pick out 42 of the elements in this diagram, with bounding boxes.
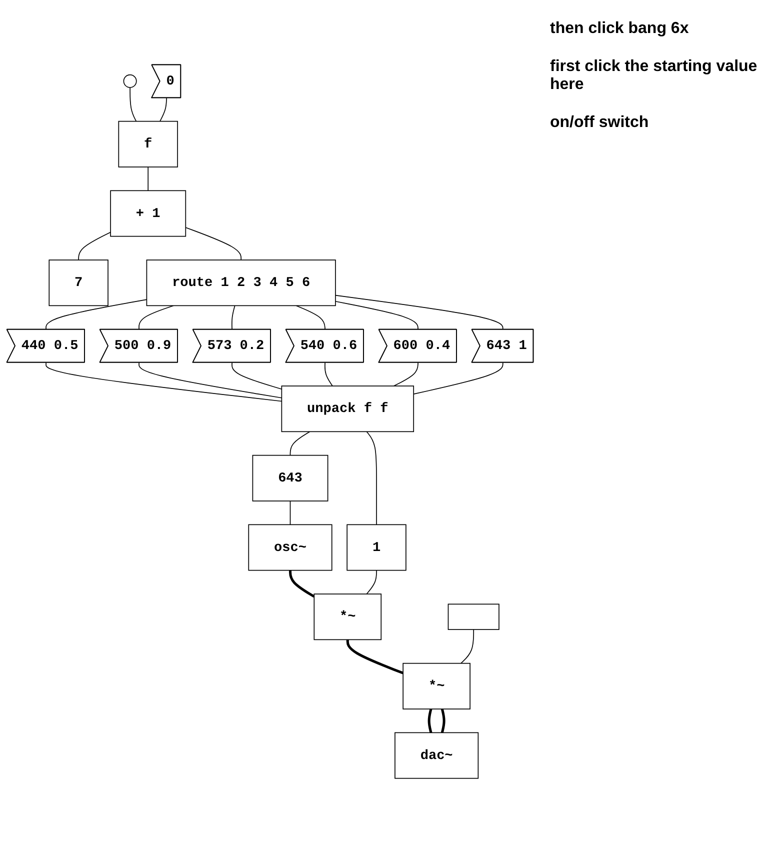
node-box: 1: [346, 524, 406, 571]
connector: [413, 362, 504, 394]
node-box: osc~: [248, 524, 332, 571]
connector: [46, 299, 148, 330]
node-box: 643: [252, 454, 328, 502]
node-box: *~: [314, 594, 382, 640]
connector: [185, 227, 242, 260]
comment-text: then click bang 6x: [550, 20, 690, 38]
node-box: 7: [48, 260, 108, 306]
connector: [324, 362, 333, 386]
connector: [346, 640, 404, 674]
connector: [130, 87, 137, 122]
node-box: f: [118, 120, 178, 168]
connector: [393, 362, 418, 386]
node-circle: [123, 74, 137, 88]
connector: [428, 708, 432, 733]
connector: [232, 362, 282, 390]
connector: [366, 431, 377, 526]
comment-text: first click the starting value here: [550, 58, 758, 94]
connector: [288, 570, 315, 598]
connector: [296, 305, 326, 330]
connector: [78, 232, 111, 260]
node-box: route 1 2 3 4 5 6: [146, 260, 336, 306]
connector: [138, 362, 282, 398]
connector: [460, 629, 474, 664]
node-box: dac~: [394, 732, 479, 779]
node-box: *~: [402, 662, 470, 710]
connector: [335, 294, 504, 330]
connector: [440, 708, 446, 733]
connector: [138, 305, 174, 330]
connector: [335, 300, 418, 330]
connector: [366, 570, 377, 594]
connector: [290, 500, 291, 526]
connector: [148, 166, 149, 192]
node-box: [448, 604, 500, 630]
connector: [231, 305, 236, 330]
connector: [290, 431, 310, 456]
connector: [46, 362, 282, 402]
node-box: + 1: [110, 190, 186, 237]
comment-text: on/off switch: [550, 114, 650, 132]
connector: [160, 98, 167, 122]
node-box: unpack f f: [281, 386, 414, 432]
